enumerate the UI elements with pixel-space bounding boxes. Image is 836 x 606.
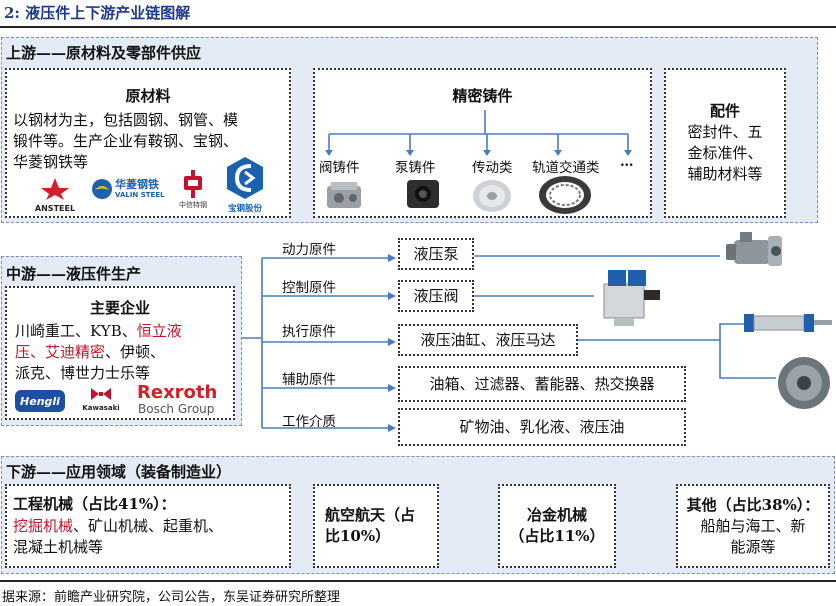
valin-cn-text: 华菱钢铁 <box>115 178 159 191</box>
ansteel-logo: ANSTEEL <box>25 176 85 213</box>
accessories-line-2: 金标准件、 <box>687 144 763 162</box>
top-rule <box>0 26 836 28</box>
product-pump-text: 液压泵 <box>413 244 459 263</box>
product-box-auxiliary: 油箱、过滤器、蓄能器、热交换器 <box>398 366 686 402</box>
baosteel-emblem-icon <box>227 157 263 199</box>
midstream-title: 中游——液压件生产 <box>6 265 142 283</box>
product-valve-text: 液压阀 <box>413 286 459 305</box>
raw-materials-line-1: 以钢材为主，包括圆钢、钢管、模 <box>13 111 239 129</box>
metallurgy-box: 冶金机械 （占比11%） <box>498 484 616 568</box>
kawasaki-text: Kawasaki <box>82 404 120 412</box>
others-title: 其他（占比38%）： <box>686 495 820 514</box>
companies-line-1: 川崎重工、KYB、恒立液 <box>15 321 182 342</box>
category-label-control: 控制原件 <box>282 280 336 296</box>
pump-image <box>726 232 782 266</box>
source-note: 据来源：前瞻产业研究院，公司公告，东吴证券研究所整理 <box>2 590 341 605</box>
construction-line-3: 混凝土机械等 <box>13 538 104 556</box>
companies-title: 主要企业 <box>89 299 150 317</box>
hengli-logo: Hengli <box>15 390 65 412</box>
metallurgy-line-1: 冶金机械 <box>526 506 587 524</box>
companies-box: 主要企业 川崎重工、KYB、恒立液 压、艾迪精密、伊顿、 派克、博世力士乐等 H… <box>5 286 235 420</box>
raw-materials-box: 原材料 以钢材为主，包括圆钢、钢管、模 锻件等。生产企业有鞍钢、宝钢、 华菱钢铁… <box>5 68 291 218</box>
others-box: 其他（占比38%）： 船舶与海工、新 能源等 <box>676 484 830 568</box>
bosch-group-text: Bosch Group <box>138 402 215 416</box>
product-auxiliary-text: 油箱、过滤器、蓄能器、热交换器 <box>429 374 655 393</box>
castings-tree <box>325 110 632 156</box>
baosteel-text: 宝钢股份 <box>227 204 262 214</box>
casting-item-more: … <box>620 154 634 170</box>
casting-item-transmission: 传动类 <box>472 160 513 176</box>
raw-materials-line-3: 华菱钢铁等 <box>13 153 89 171</box>
cylinder-image <box>744 314 832 332</box>
valin-logo: 华菱钢铁 VALIN STEEL <box>91 174 167 210</box>
raw-materials-line-2: 锻件等。生产企业有鞍钢、宝钢、 <box>13 132 239 150</box>
upstream-title: 上游——原材料及零部件供应 <box>6 44 202 62</box>
citic-text: 中信特钢 <box>179 201 207 209</box>
figure-title: 2: 液压件上下游产业链图解 <box>4 4 191 22</box>
product-box-actuator: 液压油缸、液压马达 <box>398 324 578 356</box>
companies-line-1-b: 恒立液 <box>136 322 182 340</box>
accessories-line-1: 密封件、五 <box>687 123 763 141</box>
casting-item-valve: 阀铸件 <box>319 160 360 176</box>
ansteel-text: ANSTEEL <box>34 204 76 213</box>
castings-box: 精密铸件 阀铸件 泵铸件 传动类 轨道交通类 … <box>313 68 652 218</box>
product-box-medium: 矿物油、乳化液、液压油 <box>398 408 686 446</box>
category-label-actuator: 执行原件 <box>282 324 336 340</box>
casting-item-rail: 轨道交通类 <box>532 160 600 176</box>
valin-en-text: VALIN STEEL <box>115 191 165 199</box>
construction-title: 工程机械（占比41%）： <box>13 495 176 513</box>
transmission-casting-image <box>473 180 511 212</box>
construction-box: 工程机械（占比41%）： 挖掘机械、矿山机械、起重机、 混凝土机械等 <box>5 484 291 568</box>
category-label-auxiliary: 辅助原件 <box>282 372 336 388</box>
category-label-power: 动力原件 <box>282 242 336 258</box>
metallurgy-line-2: （占比11%） <box>509 527 605 545</box>
baosteel-logo: 宝钢股份 <box>221 156 269 216</box>
casting-item-pump: 泵铸件 <box>395 160 436 176</box>
ansteel-emblem-icon <box>41 178 69 200</box>
product-actuator-text: 液压油缸、液压马达 <box>420 330 556 349</box>
citic-logo: 中信特钢 <box>171 170 215 214</box>
construction-excavator: 挖掘机械 <box>13 517 74 535</box>
accessories-title: 配件 <box>709 102 740 120</box>
aerospace-box: 航空航天（占 比10%） <box>313 484 439 568</box>
others-line-3: 能源等 <box>730 537 776 556</box>
accessories-line-3: 辅助材料等 <box>687 165 763 183</box>
aerospace-line-1: 航空航天（占 <box>325 506 416 524</box>
raw-materials-title: 原材料 <box>125 87 171 105</box>
downstream-title: 下游——应用领域（装备制造业） <box>6 463 232 481</box>
kawasaki-emblem-icon <box>91 388 111 400</box>
accessories-box: 配件 密封件、五 金标准件、 辅助材料等 <box>664 68 786 218</box>
construction-line-2: 挖掘机械、矿山机械、起重机、 <box>13 516 223 537</box>
valve-casting-image <box>327 182 361 208</box>
citic-emblem-icon <box>184 170 202 198</box>
companies-line-2-b: 、伊顿、 <box>105 343 166 361</box>
rexroth-text: Rexroth <box>137 382 218 403</box>
kawasaki-logo: Kawasaki <box>79 386 123 416</box>
rail-casting-image <box>539 176 591 214</box>
others-line-2: 船舶与海工、新 <box>700 516 806 535</box>
companies-line-3: 派克、博世力士乐等 <box>15 364 151 382</box>
product-medium-text: 矿物油、乳化液、液压油 <box>459 417 625 436</box>
category-label-medium: 工作介质 <box>282 414 336 430</box>
construction-line-2-rest: 、矿山机械、起重机、 <box>73 517 224 535</box>
valin-emblem-icon <box>92 179 112 199</box>
companies-line-2-a: 压、艾迪精密 <box>15 343 106 361</box>
bottom-rule <box>0 580 836 582</box>
aerospace-line-2: 比10%） <box>325 527 391 545</box>
pump-casting-image <box>407 180 439 208</box>
product-box-valve: 液压阀 <box>398 280 474 312</box>
motor-image <box>778 357 830 409</box>
valve-image <box>603 270 660 326</box>
companies-line-2: 压、艾迪精密、伊顿、 <box>15 342 165 363</box>
castings-title: 精密铸件 <box>452 87 513 105</box>
product-box-pump: 液压泵 <box>398 238 474 270</box>
companies-line-1-a: 川崎重工、KYB、 <box>15 322 137 340</box>
